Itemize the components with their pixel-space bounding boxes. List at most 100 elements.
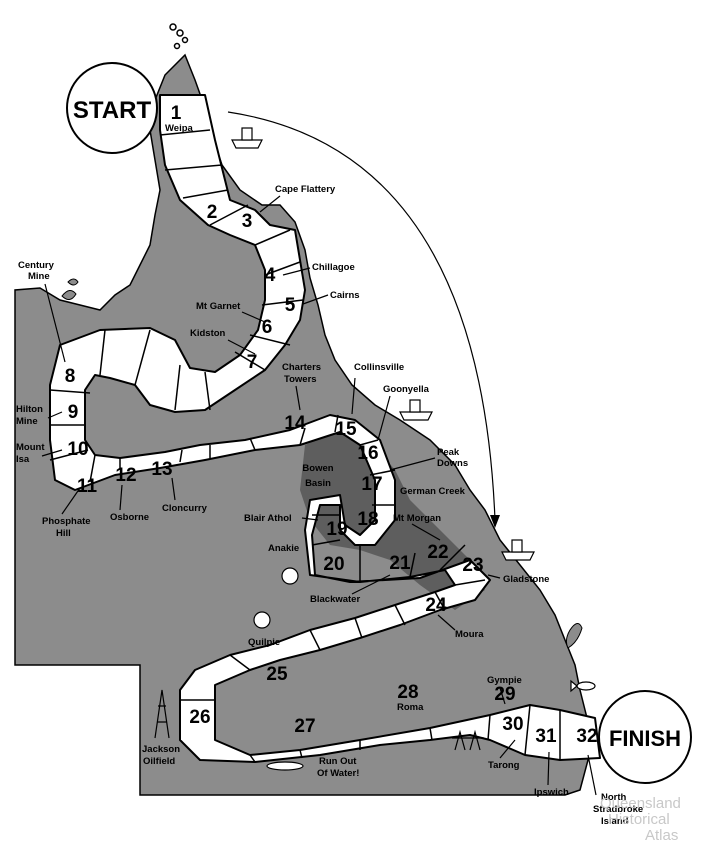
osborne-label: Osborne	[110, 512, 149, 523]
gulf-islands	[61, 278, 79, 300]
cape-flattery-label: Cape Flattery	[275, 184, 336, 195]
phosphate-hill-label-2: Hill	[56, 528, 71, 539]
charters-towers-label-2: Towers	[284, 374, 317, 385]
mt-morgan-label: Mt Morgan	[393, 513, 441, 524]
finish-space[interactable]: FINISH	[598, 690, 692, 784]
hilton-mine-label-2: Mine	[16, 416, 38, 427]
north-stradbroke-label-2: Stradbroke	[593, 804, 643, 815]
square-8[interactable]: 8	[65, 366, 76, 387]
kidston-label: Kidston	[190, 328, 226, 339]
square-23[interactable]: 23	[462, 555, 483, 576]
north-stradbroke-label-3: Island	[601, 816, 629, 827]
charters-towers-label-1: Charters	[282, 362, 321, 373]
weipa-label: Weipa	[165, 123, 194, 134]
gympie-label: Gympie	[487, 675, 522, 686]
square-27[interactable]: 27	[294, 716, 315, 737]
square-29[interactable]: 29	[494, 684, 515, 705]
start-space[interactable]: START	[66, 62, 158, 154]
cairns-label: Cairns	[330, 290, 360, 301]
hilton-mine-label-1: Hilton	[16, 404, 43, 415]
jackson-oilfield-label-2: Oilfield	[143, 756, 175, 767]
mt-garnet-label: Mt Garnet	[196, 301, 241, 312]
square-25[interactable]: 25	[266, 664, 288, 685]
blair-athol-label: Blair Athol	[244, 513, 292, 524]
watermark: Queensland Historical Atlas	[600, 795, 681, 844]
square-22[interactable]: 22	[427, 542, 448, 563]
gladstone-label: Gladstone	[503, 574, 549, 585]
square-1[interactable]: 1	[171, 103, 182, 124]
finish-label: FINISH	[609, 726, 681, 751]
square-2[interactable]: 2	[207, 202, 218, 223]
bowen-basin-label-1: Bowen	[302, 463, 333, 474]
watermark-line-3: Atlas	[645, 827, 678, 844]
cloncurry-label: Cloncurry	[162, 503, 208, 514]
ipswich-label: Ipswich	[534, 787, 569, 798]
chillagoe-label: Chillagoe	[312, 262, 355, 273]
square-3[interactable]: 3	[242, 211, 253, 232]
phosphate-hill-label-1: Phosphate	[42, 516, 91, 527]
square-12[interactable]: 12	[115, 465, 136, 486]
square-18[interactable]: 18	[357, 509, 378, 530]
square-6[interactable]: 6	[262, 317, 273, 338]
power-pylon-icon	[452, 729, 484, 751]
square-numbers: 1 2 3 4 5 6 7 8 9 10 11 12 13 14 15 16 1…	[65, 103, 598, 747]
square-31[interactable]: 31	[535, 726, 557, 747]
german-creek-label: German Creek	[400, 486, 466, 497]
anakie-label: Anakie	[268, 543, 299, 554]
square-24[interactable]: 24	[425, 595, 447, 616]
ship-icon	[501, 539, 535, 561]
square-28[interactable]: 28	[397, 682, 418, 703]
shipping-route-arrow	[227, 111, 496, 521]
square-14[interactable]: 14	[284, 413, 306, 434]
mount-isa-label-2: Isa	[16, 454, 30, 465]
tarong-label: Tarong	[488, 760, 520, 771]
fraser-island	[565, 623, 583, 649]
square-dividers	[49, 129, 561, 763]
square-11[interactable]: 11	[77, 476, 98, 497]
square-19[interactable]: 19	[326, 519, 347, 540]
jackson-oilfield-label-1: Jackson	[142, 744, 180, 755]
square-30[interactable]: 30	[502, 714, 523, 735]
square-4[interactable]: 4	[265, 265, 276, 286]
moura-label: Moura	[455, 629, 484, 640]
oil-derrick-icon	[154, 689, 170, 739]
shipping-arrowhead	[490, 515, 500, 528]
ship-icon	[231, 127, 263, 149]
start-label: START	[73, 97, 152, 124]
quilpie-label: Quilpie	[248, 637, 280, 648]
peak-downs-label-2: Downs	[437, 458, 468, 469]
pointer-arrows	[41, 195, 597, 796]
square-5[interactable]: 5	[285, 295, 296, 316]
goonyella-label: Goonyella	[383, 384, 430, 395]
square-21[interactable]: 21	[389, 553, 411, 574]
square-7[interactable]: 7	[247, 352, 258, 373]
opal-burst-icon	[253, 611, 271, 629]
north-stradbroke-label-1: North	[601, 792, 627, 803]
square-9[interactable]: 9	[68, 402, 79, 423]
mount-isa-label-1: Mount	[16, 442, 45, 453]
fish-icon	[570, 679, 596, 693]
watermark-line-2: Historical	[608, 811, 670, 828]
century-mine-label-1: Century	[18, 260, 55, 271]
torres-islands	[169, 23, 189, 50]
peak-downs-label-1: Peak	[437, 447, 460, 458]
location-labels: Cape Flattery Chillagoe Cairns Mt Garnet…	[16, 184, 643, 827]
run-out-of-water-label-1: Run Out	[319, 756, 357, 767]
blackwater-label: Blackwater	[310, 594, 360, 605]
square-10[interactable]: 10	[67, 439, 88, 460]
square-13[interactable]: 13	[151, 459, 172, 480]
ship-icon	[399, 399, 433, 421]
gem-burst-icon	[281, 567, 299, 585]
square-26[interactable]: 26	[189, 707, 210, 728]
square-15[interactable]: 15	[335, 419, 357, 440]
collinsville-label: Collinsville	[354, 362, 404, 373]
square-17[interactable]: 17	[361, 474, 382, 495]
square-20[interactable]: 20	[323, 554, 344, 575]
board-track	[49, 94, 601, 763]
roma-label: Roma	[397, 702, 424, 713]
bowen-basin-label-2: Basin	[305, 478, 331, 489]
watermark-line-1: Queensland	[600, 795, 681, 812]
square-32[interactable]: 32	[576, 726, 597, 747]
square-16[interactable]: 16	[357, 443, 378, 464]
